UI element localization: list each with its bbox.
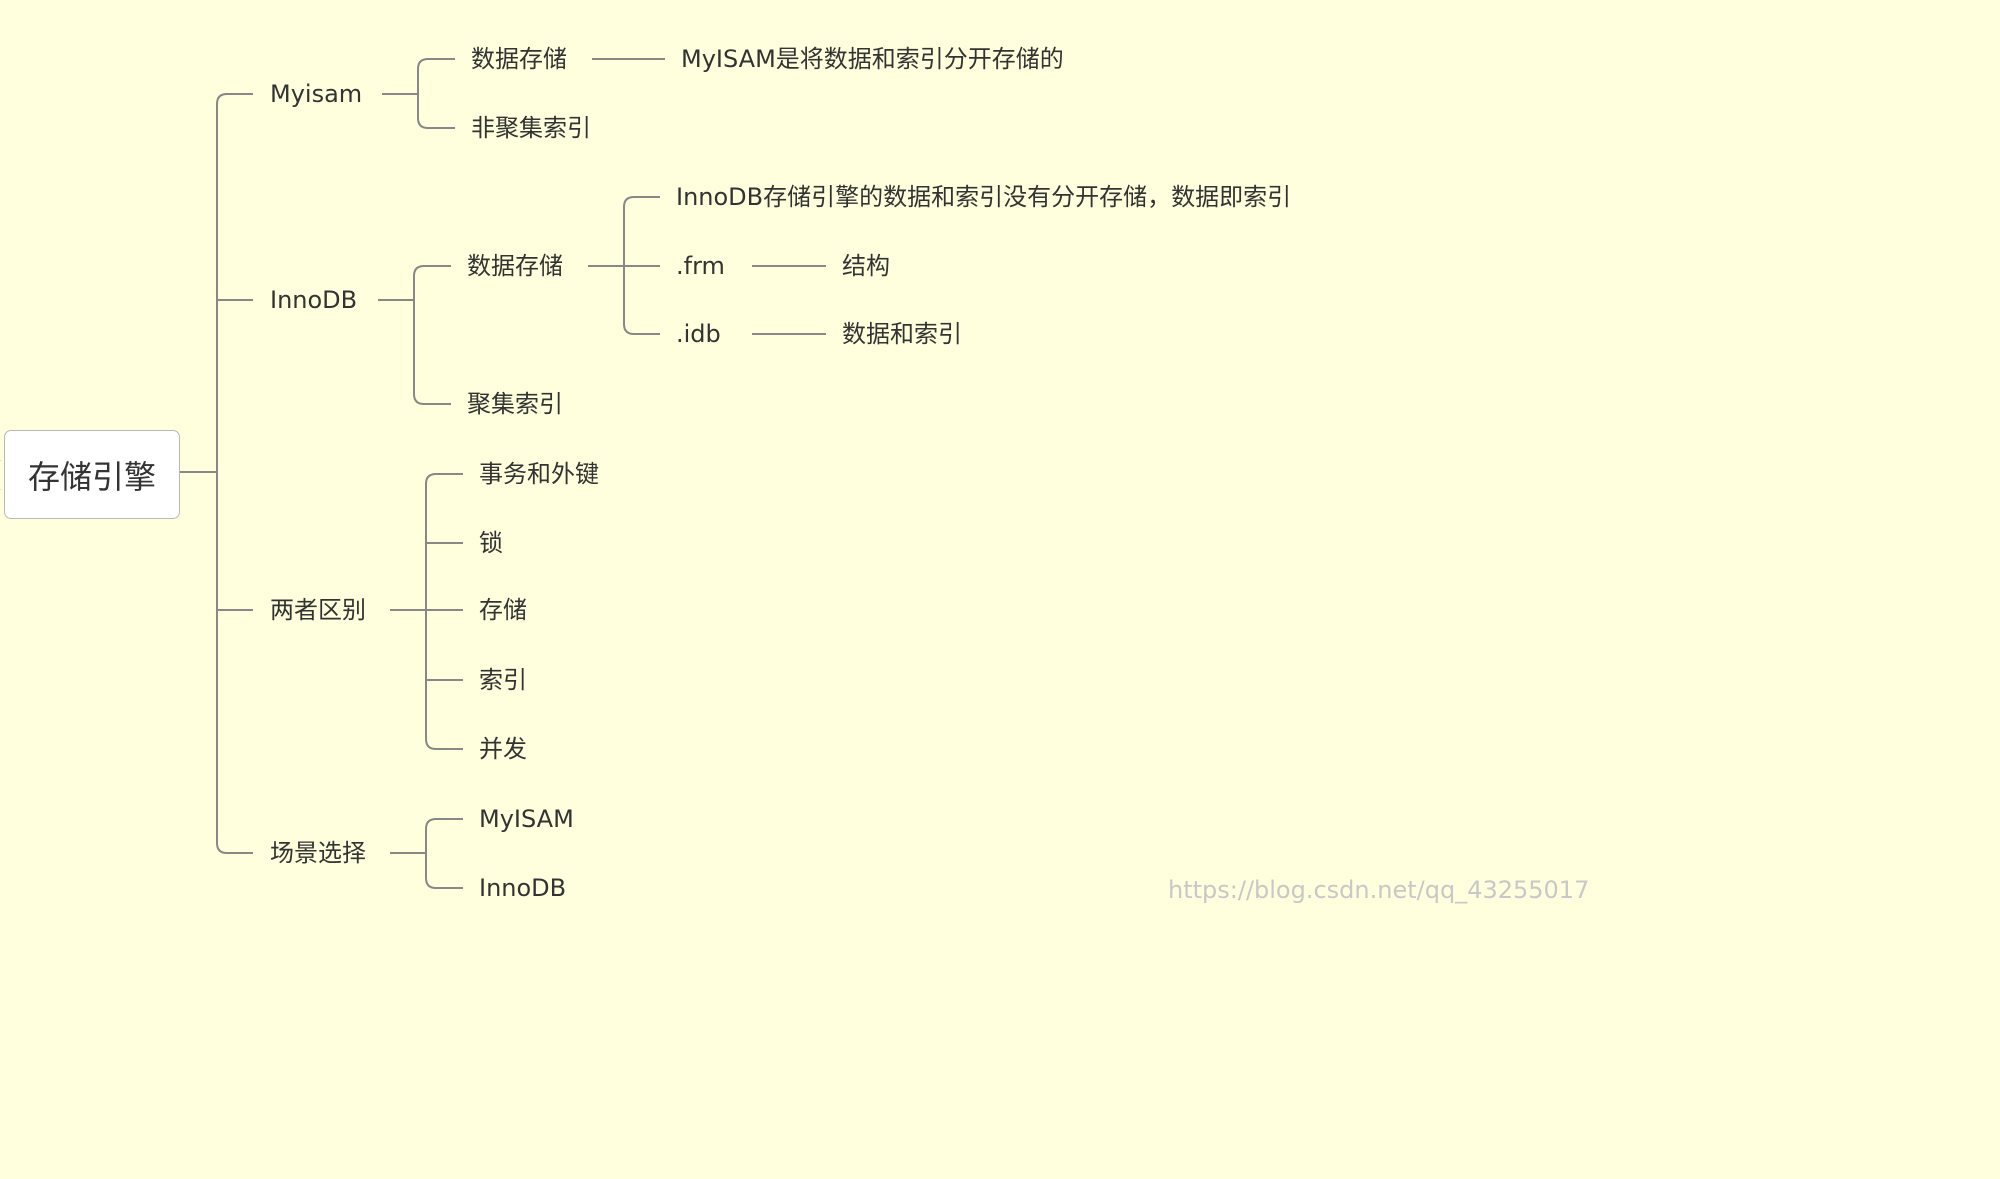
connector-lines xyxy=(180,58,826,889)
node-myisam-nonclustered[interactable]: 非聚集索引 xyxy=(471,114,591,142)
node-myisam-storage-desc[interactable]: MyISAM是将数据和索引分开存储的 xyxy=(681,45,1064,73)
link-scenario-bracket xyxy=(425,818,463,889)
link-myisam-bracket xyxy=(417,58,455,129)
node-scenario[interactable]: 场景选择 xyxy=(270,839,366,867)
root-node-label: 存储引擎 xyxy=(27,457,156,496)
node-innodb-idb-desc[interactable]: 数据和索引 xyxy=(842,320,962,348)
node-difference-item[interactable]: 索引 xyxy=(479,666,527,694)
node-difference-item[interactable]: 事务和外键 xyxy=(479,460,599,488)
node-difference-item[interactable]: 存储 xyxy=(479,596,527,624)
node-difference[interactable]: 两者区别 xyxy=(270,596,366,624)
node-scenario-item[interactable]: MyISAM xyxy=(479,805,574,833)
node-innodb-storage[interactable]: 数据存储 xyxy=(467,252,563,280)
root-node[interactable]: 存储引擎 xyxy=(4,430,180,519)
node-innodb-frm-desc[interactable]: 结构 xyxy=(842,252,890,280)
mind-map-canvas: 存储引擎 Myisam InnoDB 两者区别 场景选择 数据存储 MyISAM… xyxy=(4,45,1590,904)
link-difference-bracket xyxy=(425,473,463,750)
node-scenario-item[interactable]: InnoDB xyxy=(479,874,567,902)
node-difference-item[interactable]: 并发 xyxy=(479,735,527,763)
link-innodb-bracket xyxy=(413,265,451,405)
node-innodb-clustered[interactable]: 聚集索引 xyxy=(467,390,563,418)
node-innodb-idb[interactable]: .idb xyxy=(676,320,721,348)
node-innodb-storage-desc[interactable]: InnoDB存储引擎的数据和索引没有分开存储，数据即索引 xyxy=(676,183,1292,211)
link-trunk-myisam xyxy=(216,93,253,854)
watermark-text: https://blog.csdn.net/qq_43255017 xyxy=(1168,876,1590,904)
node-myisam-storage[interactable]: 数据存储 xyxy=(471,45,567,73)
node-myisam[interactable]: Myisam xyxy=(270,80,363,108)
node-difference-item[interactable]: 锁 xyxy=(479,529,503,557)
node-innodb-frm[interactable]: .frm xyxy=(676,252,725,280)
node-innodb[interactable]: InnoDB xyxy=(270,286,358,314)
